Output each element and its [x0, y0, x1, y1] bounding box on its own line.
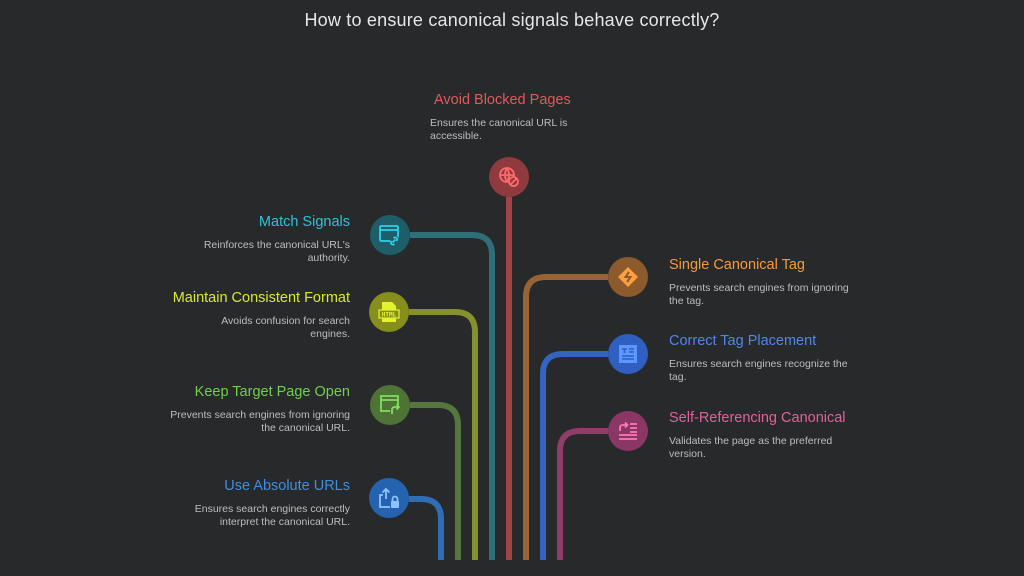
item-title: Keep Target Page Open — [194, 384, 350, 400]
item-correct-tag-placement: Correct Tag Placement Ensures search eng… — [669, 333, 849, 384]
item-title: Correct Tag Placement — [669, 333, 817, 349]
self-referencing-canonical-node — [608, 411, 648, 451]
item-description: Ensures search engines correctly interpr… — [194, 503, 350, 528]
keep-target-page-open-node — [370, 385, 410, 425]
diamond-tag-icon — [618, 267, 638, 287]
maintain-consistent-format-node: HTML — [369, 292, 409, 332]
connector-maintain-consistent-format — [409, 309, 478, 560]
item-description: Reinforces the canonical URL's authority… — [203, 239, 350, 264]
connector-keep-target-page-open — [410, 402, 461, 560]
item-description: Prevents search engines from ignoring th… — [170, 409, 350, 434]
item-description: Validates the page as the preferred vers… — [669, 435, 833, 460]
item-description: Ensures the canonical URL is accessible. — [430, 117, 568, 142]
use-absolute-urls-node — [369, 478, 409, 518]
item-match-signals: Match Signals Reinforces the canonical U… — [170, 214, 350, 265]
connector-correct-tag-placement — [540, 351, 608, 560]
browser-redirect-icon — [380, 395, 401, 414]
item-title: Self-Referencing Canonical — [669, 410, 846, 426]
diagram-title: How to ensure canonical signals behave c… — [304, 10, 720, 30]
item-title: Avoid Blocked Pages — [434, 92, 571, 108]
item-keep-target-page-open: Keep Target Page Open Prevents search en… — [170, 384, 350, 435]
redo-list-icon — [619, 421, 637, 440]
match-signals-node — [370, 215, 410, 255]
share-lock-icon — [379, 487, 399, 508]
connector-single-canonical-tag — [523, 274, 608, 560]
connector-use-absolute-urls — [409, 496, 444, 560]
single-canonical-tag-node — [608, 257, 648, 297]
item-self-referencing-canonical: Self-Referencing Canonical Validates the… — [669, 410, 849, 461]
avoid-blocked-pages-node — [489, 157, 529, 197]
item-description: Ensures search engines recognize the tag… — [669, 358, 848, 383]
correct-tag-placement-node — [608, 334, 648, 374]
item-title: Maintain Consistent Format — [172, 290, 350, 306]
item-single-canonical-tag: Single Canonical Tag Prevents search eng… — [669, 257, 849, 308]
item-title: Single Canonical Tag — [669, 257, 805, 273]
connector-match-signals — [410, 232, 495, 560]
item-description: Prevents search engines from ignoring th… — [669, 282, 849, 307]
item-maintain-consistent-format: Maintain Consistent Format Avoids confus… — [150, 290, 350, 341]
html-file-icon: HTML — [378, 302, 400, 322]
item-title: Use Absolute URLs — [224, 478, 350, 494]
text-document-icon — [619, 345, 637, 363]
globe-blocked-icon — [499, 167, 519, 187]
item-title: Match Signals — [258, 214, 350, 230]
item-use-absolute-urls: Use Absolute URLs Ensures search engines… — [170, 478, 350, 529]
item-avoid-blocked-pages: Avoid Blocked Pages Ensures the canonica… — [410, 92, 610, 143]
svg-text:HTML: HTML — [382, 312, 397, 319]
item-description: Avoids confusion for search engines. — [221, 315, 350, 340]
connector-self-referencing-canonical — [557, 428, 608, 560]
browser-link-icon — [379, 225, 400, 246]
